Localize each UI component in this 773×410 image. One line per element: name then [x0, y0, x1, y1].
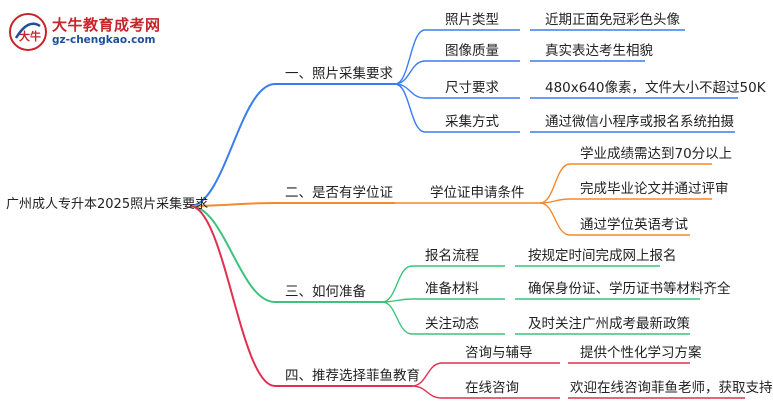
mindmap-connectors [189, 29, 745, 399]
node-consulting-tutoring: 咨询与辅导 [465, 345, 533, 361]
connector-root-b1 [189, 83, 395, 207]
logo-mark-icon: 大牛 [9, 13, 47, 51]
node-image-quality: 图像质量 [445, 43, 499, 59]
logo-mark-text: 大牛 [19, 29, 41, 43]
branch-degree-certificate: 二、是否有学位证 [285, 185, 393, 201]
detail-consulting-tutoring: 提供个性化学习方案 [580, 345, 702, 361]
detail-capture-method: 通过微信小程序或报名系统拍摄 [545, 114, 734, 130]
branch-how-to-prepare: 三、如何准备 [285, 284, 366, 300]
detail-size-requirement: 480x640像素，文件大小不超过50K [545, 80, 766, 96]
node-photo-type: 照片类型 [445, 12, 499, 28]
detail-registration-process: 按规定时间完成网上报名 [528, 248, 677, 264]
logo-name: 大牛教育成考网 [52, 16, 161, 34]
detail-prepare-materials: 确保身份证、学历证书等材料齐全 [528, 281, 731, 297]
condition-english-exam: 通过学位英语考试 [580, 217, 688, 233]
node-follow-updates: 关注动态 [425, 316, 479, 332]
branch-recommend-feiyu: 四、推荐选择菲鱼教育 [285, 368, 420, 384]
connector-root-b4 [189, 205, 412, 387]
connector-root-b2 [189, 202, 395, 207]
node-degree-conditions: 学位证申请条件 [430, 185, 525, 201]
detail-follow-updates: 及时关注广州成考最新政策 [528, 316, 690, 332]
detail-image-quality: 真实表达考生相貌 [545, 43, 653, 59]
node-prepare-materials: 准备材料 [425, 281, 479, 297]
root-topic: 广州成人专升本2025照片采集要求 [6, 197, 209, 212]
detail-photo-type: 近期正面免冠彩色头像 [545, 12, 680, 28]
condition-thesis: 完成毕业论文并通过评审 [580, 181, 729, 197]
node-online-consulting: 在线咨询 [465, 380, 519, 396]
site-logo[interactable]: 大牛 大牛教育成考网 gz-chengkao.com [8, 12, 161, 54]
connector-root-b3 [189, 205, 382, 303]
detail-online-consulting: 欢迎在线咨询菲鱼老师，获取支持 [570, 380, 773, 396]
condition-score: 学业成绩需达到70分以上 [580, 146, 733, 162]
node-registration-process: 报名流程 [425, 248, 479, 264]
node-size-requirement: 尺寸要求 [445, 80, 499, 96]
node-capture-method: 采集方式 [445, 114, 499, 130]
branch-photo-requirements: 一、照片采集要求 [285, 66, 393, 82]
logo-url: gz-chengkao.com [52, 34, 156, 46]
